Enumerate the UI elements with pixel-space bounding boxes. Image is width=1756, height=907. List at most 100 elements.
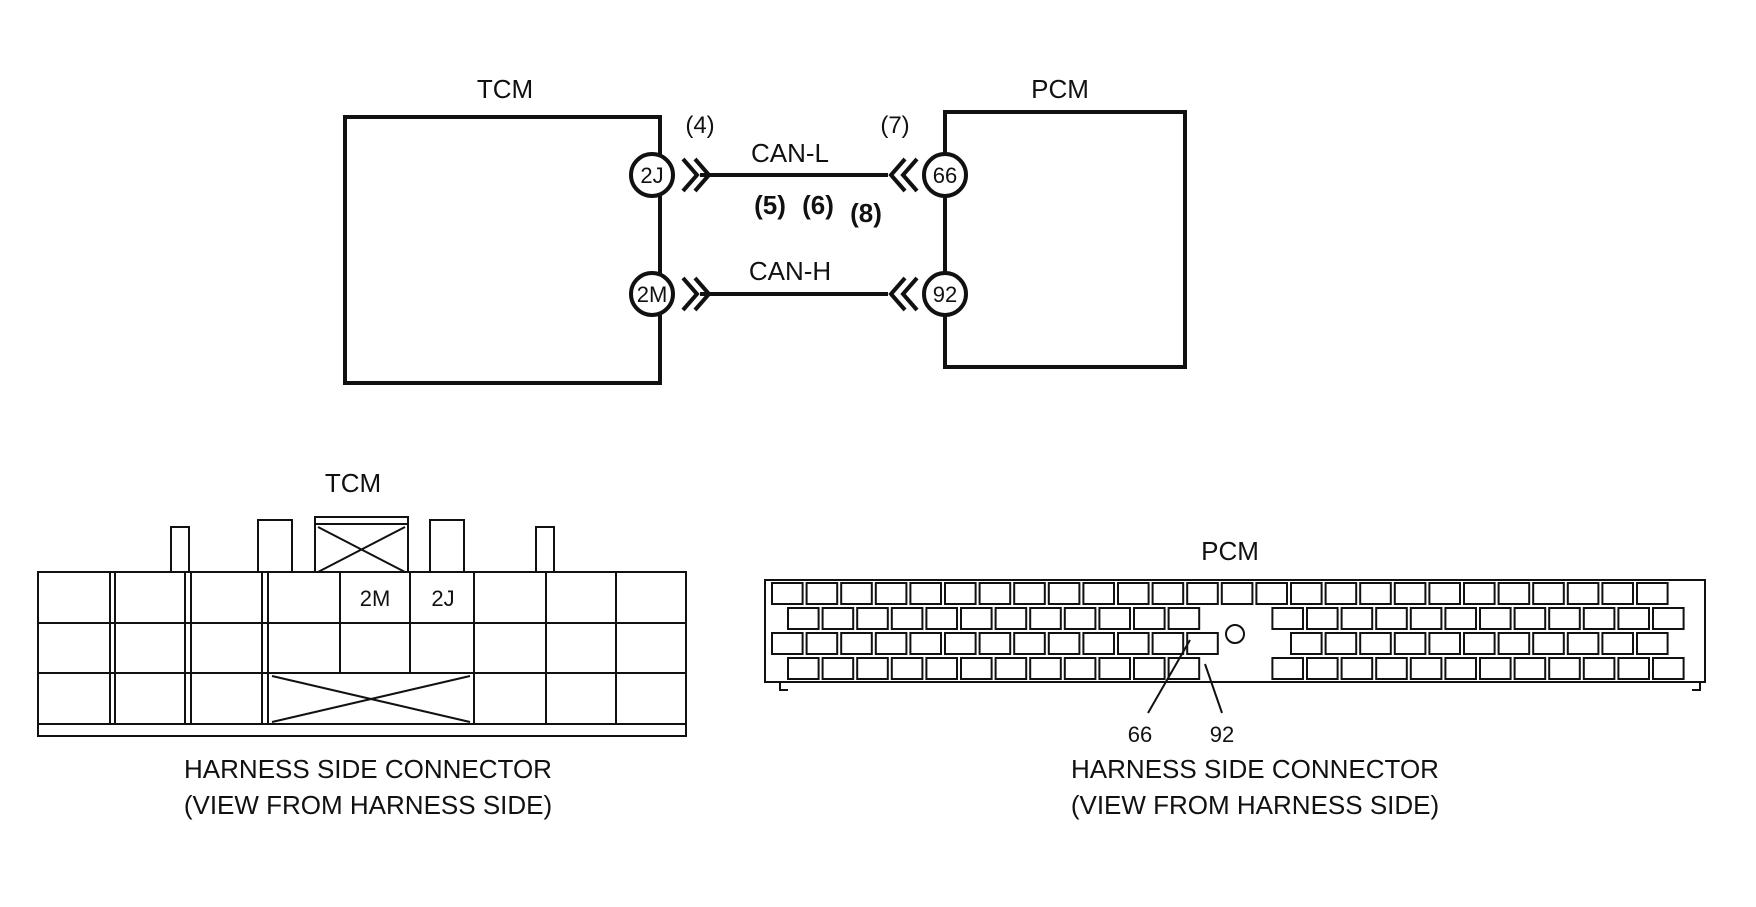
pcm-cavity — [805, 632, 839, 655]
pcm-cavity — [840, 632, 873, 655]
pcm-cavity — [1548, 607, 1581, 630]
pcm-cavity — [978, 582, 1012, 605]
pcm-pin-66-label: 66 — [933, 163, 957, 188]
pcm-cavity — [1133, 657, 1166, 680]
pcm-pin-66-leader — [1147, 639, 1191, 714]
pcm-cavity — [1047, 582, 1081, 605]
tcm-pin-2j — [629, 152, 675, 198]
pcm-cavity — [994, 657, 1028, 680]
pcm-cavity — [1340, 607, 1374, 630]
step-marker-7: (7) — [880, 112, 909, 139]
pcm-cavity — [1636, 582, 1669, 605]
pcm-cavity — [1532, 582, 1565, 605]
step-marker-8: (8) — [850, 198, 882, 228]
pcm-cavity — [994, 607, 1028, 630]
pcm-cavity — [1636, 632, 1669, 655]
pcm-cavity — [925, 607, 959, 630]
pcm-cavity — [1617, 607, 1651, 630]
can-l-label: CAN-L — [751, 138, 829, 168]
pcm-cavity — [1098, 607, 1132, 630]
pcm-cavity — [1271, 657, 1305, 680]
pcm-cavity — [874, 632, 908, 655]
pcm-cavity — [1582, 657, 1616, 680]
pcm-cavity — [1497, 582, 1531, 605]
pcm-cavity — [960, 607, 993, 630]
pcm-cavity — [909, 582, 943, 605]
tcm-connector-title: TCM — [325, 468, 381, 498]
pcm-cavity — [1444, 657, 1478, 680]
pcm-cavity — [787, 657, 820, 680]
pcm-cavity — [944, 582, 977, 605]
pcm-cavity — [890, 657, 924, 680]
pcm-cavity — [1428, 582, 1462, 605]
pcm-cavity — [805, 582, 839, 605]
pcm-cavity — [1029, 607, 1062, 630]
pcm-connector-title: PCM — [1201, 536, 1259, 566]
pcm-connector-key-hole — [1225, 624, 1245, 644]
pcm-cavity — [1047, 632, 1081, 655]
pcm-cavity — [1186, 582, 1219, 605]
pcm-cavity — [944, 632, 977, 655]
pcm-connector-pin-66: 66 — [1128, 722, 1152, 747]
pcm-cavity — [1617, 657, 1651, 680]
pcm-cavity — [1290, 632, 1323, 655]
pcm-cavity — [840, 582, 873, 605]
tcm-connector-tab — [257, 519, 293, 573]
tcm-connector-key — [314, 516, 409, 573]
pcm-connector-body — [764, 579, 1706, 683]
pcm-cavity — [1306, 607, 1339, 630]
pcm-cavity — [909, 632, 943, 655]
pcm-connector: PCM 66 92 HARNESS SIDE CONNECTOR (VIEW F… — [764, 536, 1706, 820]
tcm-connector-caption-line1: HARNESS SIDE CONNECTOR — [184, 754, 552, 784]
pcm-cavity — [1393, 632, 1427, 655]
tcm-chevron-icon — [681, 157, 712, 312]
pcm-cavity — [1375, 657, 1408, 680]
pcm-pin-92 — [922, 271, 968, 317]
pcm-cavity — [1463, 632, 1496, 655]
pcm-cavity — [1324, 632, 1358, 655]
pcm-cavity — [1117, 582, 1150, 605]
pcm-cavity — [1324, 582, 1358, 605]
pcm-cavity — [874, 582, 908, 605]
pcm-cavity — [1013, 632, 1046, 655]
pcm-cavity — [1513, 657, 1547, 680]
pcm-cavity — [1306, 657, 1339, 680]
pcm-cavity — [856, 657, 889, 680]
pcm-cavity — [1444, 607, 1478, 630]
pcm-connector-caption-line2: (VIEW FROM HARNESS SIDE) — [1071, 790, 1439, 820]
step-marker-6: (6) — [802, 190, 834, 220]
tcm-connector: TCM — [37, 468, 687, 820]
tcm-connector-caption-line2: (VIEW FROM HARNESS SIDE) — [184, 790, 552, 820]
pcm-pin-92-leader — [1204, 663, 1223, 714]
pcm-cavity — [1497, 632, 1531, 655]
pcm-cavity — [1409, 657, 1443, 680]
pcm-cavity — [1082, 582, 1116, 605]
pcm-chevron-icon — [888, 157, 919, 312]
tcm-pin-2m-label: 2M — [637, 282, 668, 307]
pcm-cavity — [1117, 632, 1150, 655]
pcm-cavity — [1151, 582, 1185, 605]
pcm-connector-caption-line1: HARNESS SIDE CONNECTOR — [1071, 754, 1439, 784]
pcm-cavity — [1290, 582, 1323, 605]
pcm-cavity — [1479, 607, 1512, 630]
tcm-connector-pin-2j: 2J — [431, 586, 454, 611]
tcm-pin-2m — [629, 271, 675, 317]
pcm-cavity — [1513, 607, 1547, 630]
schematic: TCM PCM CAN-L CAN-H 2J 2M 66 — [343, 74, 1187, 385]
pcm-cavity — [1359, 632, 1392, 655]
pcm-cavity — [1013, 582, 1046, 605]
pcm-cavity — [1063, 607, 1097, 630]
pcm-connector-pin-92: 92 — [1210, 722, 1234, 747]
pcm-cavity — [1566, 582, 1600, 605]
pcm-cavity — [1082, 632, 1116, 655]
pcm-cavity — [1463, 582, 1496, 605]
pcm-cavity — [960, 657, 993, 680]
pcm-cavity — [1359, 582, 1392, 605]
tcm-connector-tab — [535, 526, 555, 573]
tcm-box — [343, 115, 662, 385]
pcm-cavity — [1186, 632, 1219, 655]
pcm-cavity — [771, 632, 804, 655]
pcm-cavity — [1167, 607, 1201, 630]
pcm-cavity — [1548, 657, 1581, 680]
pcm-cavity — [856, 607, 889, 630]
